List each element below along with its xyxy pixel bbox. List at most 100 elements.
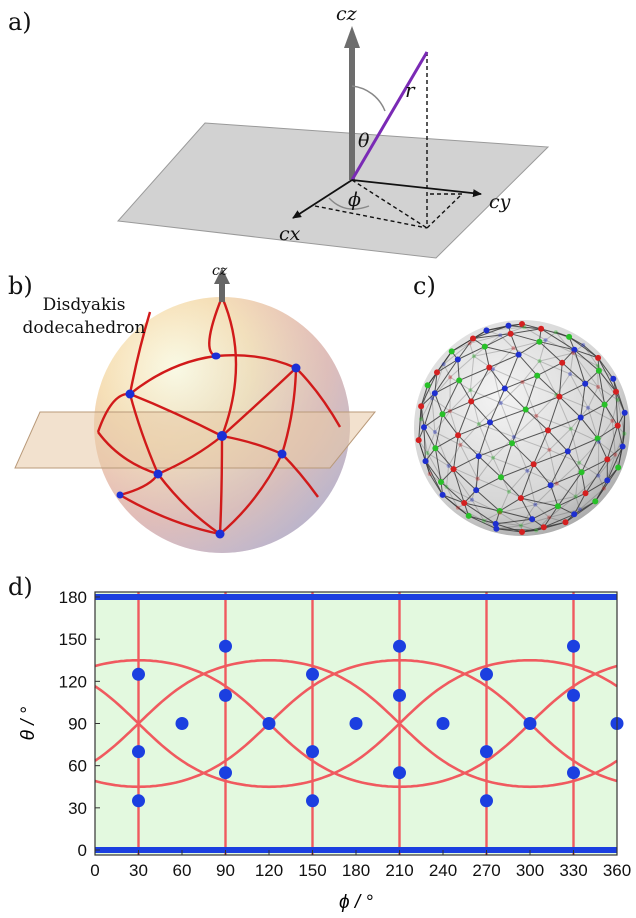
mesh-edge xyxy=(446,486,473,501)
mesh-vertex xyxy=(536,338,543,345)
mesh-edge xyxy=(420,372,438,407)
mesh-vertex xyxy=(432,445,439,452)
mesh-edge xyxy=(434,414,443,449)
mesh-vertex xyxy=(448,409,452,414)
mesh-vertex xyxy=(571,346,578,353)
mesh-edge xyxy=(550,485,559,507)
mesh-vertex xyxy=(471,354,476,359)
mesh-vertex xyxy=(519,529,525,535)
cz-axis-arrowhead xyxy=(344,26,360,48)
geodesic-polyhedron-diagram xyxy=(414,320,630,536)
mesh-edge xyxy=(459,367,490,381)
mesh-edge xyxy=(435,447,454,470)
mesh-vertex xyxy=(578,469,585,476)
mesh-edge xyxy=(578,441,600,464)
mesh-edge xyxy=(550,451,569,486)
panel-a-label: a) xyxy=(8,8,32,36)
mesh-vertex xyxy=(543,338,548,343)
mesh-edge xyxy=(499,512,522,527)
mesh-vertex xyxy=(547,482,554,489)
mesh-edge xyxy=(581,472,586,494)
mesh-vertex xyxy=(458,442,463,447)
mesh-edge xyxy=(442,414,459,436)
mesh-edge xyxy=(573,493,586,515)
mesh-edge xyxy=(573,349,586,384)
x-tick-label: 300 xyxy=(516,861,544,880)
mesh-vertex xyxy=(530,461,537,468)
mesh-edge xyxy=(523,326,546,341)
mesh-edge xyxy=(472,333,511,339)
mesh-edge xyxy=(575,462,580,497)
mesh-vertex xyxy=(522,406,529,413)
mesh-vertex xyxy=(450,466,457,473)
mesh-edge xyxy=(469,334,501,344)
mesh-edge xyxy=(510,333,540,343)
mesh-edge xyxy=(513,436,550,451)
mesh-edge xyxy=(543,521,566,528)
mesh-edge xyxy=(475,476,502,491)
vertex-points xyxy=(132,639,624,808)
mesh-vertex xyxy=(556,393,563,400)
mesh-vertex xyxy=(559,359,566,366)
mesh-vertex xyxy=(554,503,561,510)
mesh-edge xyxy=(567,451,583,473)
mesh-edge xyxy=(598,441,616,455)
mesh-edge xyxy=(434,359,459,394)
mesh-edge xyxy=(525,375,538,410)
mesh-edge xyxy=(539,360,557,396)
mesh-vertex xyxy=(432,430,437,434)
mesh-edge xyxy=(496,528,537,531)
mesh-edge xyxy=(492,347,514,370)
mesh-edge xyxy=(533,430,549,465)
mesh-edge xyxy=(581,458,608,473)
mesh-vertex xyxy=(604,456,611,463)
mesh-edge xyxy=(545,331,557,341)
mesh-vertex xyxy=(562,519,569,526)
mesh-vertex xyxy=(439,491,446,498)
mesh-edge xyxy=(489,409,526,423)
mesh-edge xyxy=(559,396,582,418)
mesh-edge xyxy=(434,431,461,446)
mesh-vertex xyxy=(577,460,582,465)
mesh-edge xyxy=(513,347,540,362)
mesh-vertex xyxy=(415,437,422,444)
mesh-vertex xyxy=(498,474,504,481)
mesh-edge xyxy=(500,381,523,404)
mesh-vertex xyxy=(525,468,530,473)
mesh-vertex xyxy=(554,481,559,486)
mesh-edge xyxy=(606,446,624,481)
y-tick-label: 60 xyxy=(68,757,87,776)
mesh-vertex xyxy=(498,333,503,338)
mesh-vertex xyxy=(577,507,582,512)
mesh-edge xyxy=(478,442,513,457)
mesh-edge xyxy=(535,496,576,506)
mesh-vertex xyxy=(604,477,611,484)
mesh-vertex xyxy=(594,435,601,442)
mesh-edge xyxy=(484,346,490,368)
mesh-edge xyxy=(499,334,514,349)
mesh-edge xyxy=(499,497,522,512)
mesh-edge xyxy=(457,359,460,381)
y-tick-label: 90 xyxy=(68,715,87,734)
mesh-vertex xyxy=(615,397,620,402)
mesh-edge xyxy=(536,362,563,377)
mesh-vertex xyxy=(470,335,476,342)
mesh-edge xyxy=(484,346,519,356)
mesh-edge xyxy=(539,341,563,364)
mesh-edge xyxy=(574,349,599,359)
mesh-edge xyxy=(453,468,477,491)
mesh-edge xyxy=(434,448,442,483)
mesh-edge xyxy=(449,355,475,378)
r-vector xyxy=(350,51,429,181)
x-tick-label: 60 xyxy=(173,861,192,880)
mesh-edge xyxy=(520,497,559,507)
mesh-vertex xyxy=(522,325,527,330)
mesh-edge xyxy=(581,438,599,473)
mesh-edge xyxy=(549,428,572,451)
mesh-edge xyxy=(582,344,599,359)
mesh-edge xyxy=(611,399,619,421)
mesh-edge xyxy=(580,417,598,439)
mesh-vertex xyxy=(592,498,599,505)
mesh-edge xyxy=(499,510,533,520)
